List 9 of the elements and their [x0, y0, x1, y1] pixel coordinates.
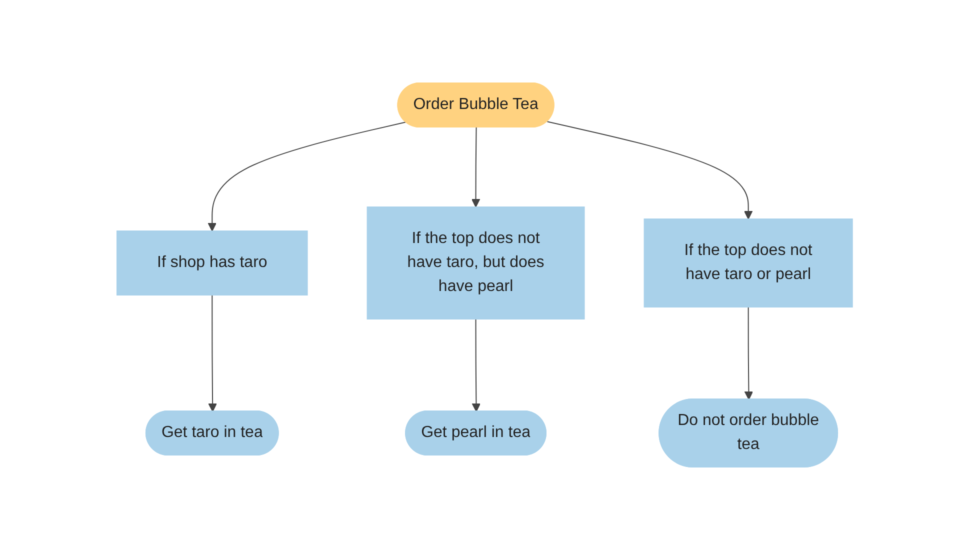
arrow [208, 294, 217, 412]
arrow [472, 318, 480, 412]
node-box: If the top does not have taro, but does have pearl [366, 206, 585, 319]
arrow [208, 121, 406, 231]
arrow [546, 120, 753, 219]
node-box: If shop has taro [116, 230, 308, 295]
node-box: If the top does not have taro or pearl [644, 218, 853, 307]
arrow [471, 126, 480, 207]
arrow [744, 306, 753, 400]
